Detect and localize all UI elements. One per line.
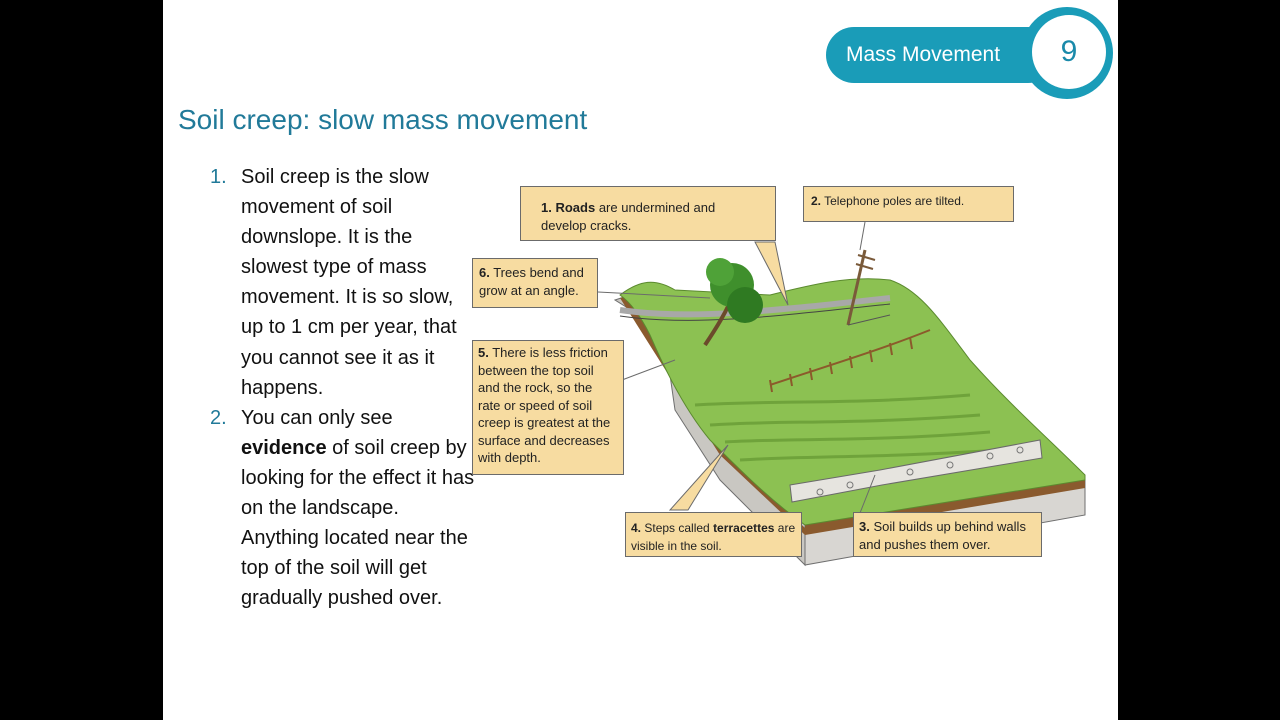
road-edge — [619, 303, 891, 321]
callout-terracettes: 4. Steps called terracettes are visible … — [625, 512, 802, 557]
terracette-line — [739, 448, 1001, 462]
badge-label: Mass Movement — [846, 43, 1001, 66]
pointer-5 — [621, 359, 676, 381]
terracette-line — [724, 430, 991, 444]
section-badge: Mass Movement 9 — [826, 5, 1116, 101]
callout-walls: 3. Soil builds up behind walls and pushe… — [853, 512, 1042, 557]
list-number: 2. — [210, 406, 227, 429]
list-text-bold: evidence — [241, 436, 327, 459]
pointer-4 — [668, 444, 729, 511]
callout-trees: 6. Trees bend and grow at an angle. — [472, 258, 598, 308]
pointer-1 — [754, 241, 789, 306]
terracette-line — [709, 413, 981, 427]
pointer-6 — [597, 291, 711, 299]
list-item: 2. You can only see evidence of soil cre… — [210, 403, 478, 614]
list-text-post: of soil creep by looking for the effect … — [241, 436, 475, 610]
terracette-line — [694, 393, 971, 407]
list-text: Soil creep is the slow movement of soil … — [241, 166, 457, 399]
page-title: Soil creep: slow mass movement — [178, 104, 588, 135]
list-text-pre: You can only see — [241, 406, 393, 429]
callout-telephone-poles: 2. Telephone poles are tilted. — [803, 186, 1014, 222]
badge-number: 9 — [1060, 35, 1078, 68]
list-number: 1. — [210, 166, 227, 188]
badge-circle — [1032, 15, 1106, 89]
callout-friction: 5. There is less friction between the to… — [472, 340, 624, 475]
callout-roads: 1. Roads are undermined and develop crac… — [520, 186, 776, 241]
list-item: 1. Soil creep is the slow movement of so… — [210, 162, 478, 403]
bullet-list: 1. Soil creep is the slow movement of so… — [210, 162, 478, 613]
badge-pill — [826, 27, 1056, 83]
telephone-pole — [846, 249, 867, 326]
pointer-2 — [859, 221, 866, 251]
pointer-3 — [859, 474, 876, 514]
